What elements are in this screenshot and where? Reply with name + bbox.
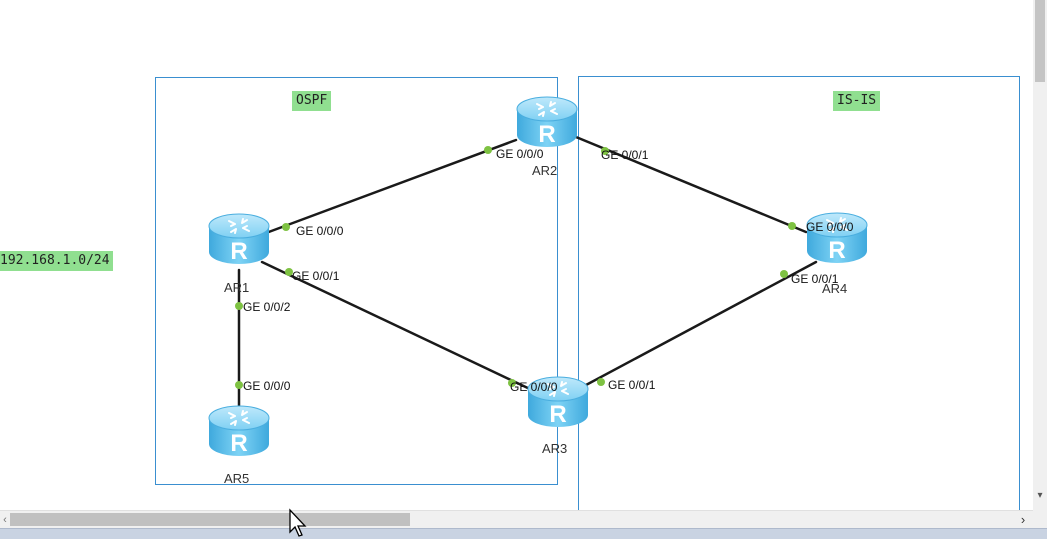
scroll-left-arrow-icon[interactable]: ‹: [3, 514, 7, 526]
port-dot-ar4-ge000: [788, 222, 796, 230]
scroll-right-arrow-icon[interactable]: ›: [1020, 512, 1026, 527]
port-label-ar1-ge001: GE 0/0/1: [292, 269, 340, 283]
router-ar1-label: AR1: [224, 280, 250, 295]
isis-area-label[interactable]: IS-IS: [833, 91, 881, 111]
router-ar2-label: AR2: [532, 163, 558, 178]
port-label-ar1-ge002: GE 0/0/2: [243, 300, 291, 314]
link-ar1-ar2: [264, 138, 518, 235]
ospf-area-label[interactable]: OSPF: [292, 91, 332, 111]
port-label-ar3-ge000: GE 0/0/0: [510, 380, 558, 394]
router-ar1-icon[interactable]: [207, 212, 271, 268]
port-dot-ar1-ge002: [235, 302, 243, 310]
port-dot-ar3-ge000: [508, 379, 516, 387]
router-ar5-icon[interactable]: [207, 404, 271, 460]
router-ar4-label: AR4: [822, 281, 848, 296]
link-ar1-ar3: [260, 260, 534, 392]
port-dot-ar2-ge000: [484, 146, 492, 154]
port-label-ar1-ge000: GE 0/0/0: [296, 224, 344, 238]
scroll-down-arrow-icon[interactable]: ▾: [1037, 490, 1043, 501]
pointer-cursor-icon: [289, 508, 307, 537]
link-ar3-ar4: [584, 260, 818, 387]
router-ar5-label: AR5: [224, 471, 250, 486]
status-bar: [0, 528, 1047, 539]
ospf-area-box[interactable]: [155, 77, 558, 485]
router-ar3-label: AR3: [542, 441, 568, 456]
port-dot-ar5-ge000: [235, 381, 243, 389]
port-dot-ar4-ge001: [780, 270, 788, 278]
port-label-ar2-ge000: GE 0/0/0: [496, 147, 544, 161]
port-label-ar2-ge001: GE 0/0/1: [601, 148, 649, 162]
horizontal-scrollbar[interactable]: ‹ ›: [0, 510, 1033, 529]
link-ar2-ar4: [574, 135, 808, 234]
links-layer: [235, 135, 818, 410]
vertical-scrollbar-thumb[interactable]: [1035, 0, 1045, 82]
network-label[interactable]: 192.168.1.0/24: [0, 251, 113, 271]
topology-canvas[interactable]: OSPF IS-IS 192.168.1.0/24 AR1 AR2: [0, 0, 1033, 510]
port-dot-ar2-ge001: [601, 147, 609, 155]
port-dot-ar3-ge001: [597, 378, 605, 386]
port-dot-ar1-ge001: [285, 268, 293, 276]
vertical-scrollbar[interactable]: ▾: [1033, 0, 1047, 510]
port-label-ar4-ge001: GE 0/0/1: [791, 272, 839, 286]
router-ar2-icon[interactable]: [515, 95, 579, 151]
port-label-ar3-ge001: GE 0/0/1: [608, 378, 656, 392]
horizontal-scrollbar-thumb[interactable]: [10, 513, 410, 526]
scroll-corner: [1033, 510, 1047, 528]
isis-area-box[interactable]: [578, 76, 1020, 510]
port-label-ar5-ge000: GE 0/0/0: [243, 379, 291, 393]
port-dot-ar1-ge000: [282, 223, 290, 231]
port-label-ar4-ge000: GE 0/0/0: [806, 220, 854, 234]
